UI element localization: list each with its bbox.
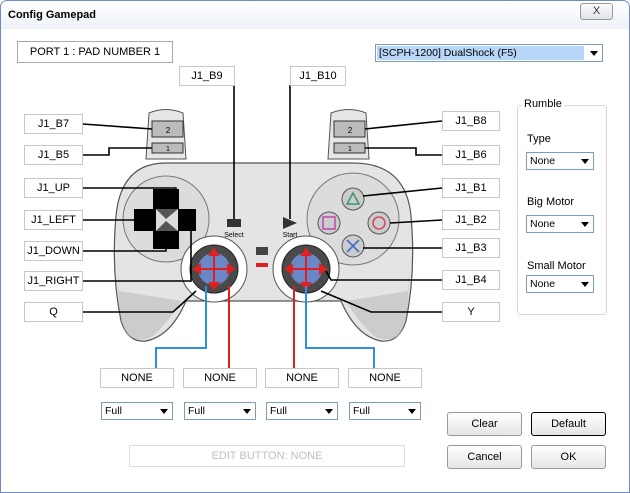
pad-type-select[interactable]: [SCPH-1200] DualShock (F5)	[375, 44, 603, 62]
down-binding[interactable]: J1_DOWN	[24, 241, 83, 261]
axis-mode-select-4[interactable]: Full	[349, 402, 421, 420]
axis-binding-3[interactable]: NONE	[265, 368, 339, 388]
analog-button	[256, 247, 268, 255]
r2-binding[interactable]: J1_B8	[442, 111, 500, 131]
square-icon	[322, 216, 336, 230]
clear-button[interactable]: Clear	[447, 412, 522, 436]
r2-glyph: 2	[348, 126, 353, 135]
l2-binding[interactable]: J1_B7	[24, 114, 83, 134]
analog-led	[256, 263, 268, 267]
right-binding[interactable]: J1_RIGHT	[24, 271, 83, 291]
axis-mode-select-3[interactable]: Full	[266, 402, 338, 420]
start-binding[interactable]: J1_B10	[290, 66, 346, 86]
axis-binding-4[interactable]: NONE	[348, 368, 422, 388]
cross-icon	[346, 239, 360, 253]
pad-type-value: [SCPH-1200] DualShock (F5)	[377, 46, 584, 60]
left-stick-arrows	[192, 247, 236, 291]
default-button[interactable]: Default	[531, 412, 606, 436]
ok-button[interactable]: OK	[531, 445, 606, 469]
circle-icon	[372, 216, 386, 230]
rumble-type-label: Type	[527, 133, 551, 145]
dpad-left[interactable]	[134, 209, 156, 231]
start-glyph: Start	[283, 232, 298, 239]
square-binding[interactable]: J1_B4	[442, 270, 500, 290]
l1-binding[interactable]: J1_B5	[24, 145, 83, 165]
edit-button-status: EDIT BUTTON: NONE	[129, 445, 405, 467]
axis-mode-select-1[interactable]: Full	[101, 402, 173, 420]
l2-glyph: 2	[166, 126, 171, 135]
select-button[interactable]	[227, 219, 241, 227]
up-binding[interactable]: J1_UP	[24, 178, 83, 198]
left-binding[interactable]: J1_LEFT	[24, 210, 83, 230]
circle-button[interactable]	[367, 211, 391, 235]
small-motor-select[interactable]: None	[526, 275, 594, 293]
r1-glyph: 1	[348, 146, 352, 153]
triangle-icon	[345, 191, 361, 205]
dpad-down[interactable]	[153, 231, 179, 249]
square-button[interactable]	[317, 211, 341, 235]
close-button[interactable]: X	[580, 3, 613, 20]
cancel-button[interactable]: Cancel	[447, 445, 522, 469]
port-label: PORT 1 : PAD NUMBER 1	[17, 41, 173, 63]
small-motor-label: Small Motor	[527, 260, 586, 272]
chevron-down-icon[interactable]	[577, 217, 592, 231]
axis-mode-select-2[interactable]: Full	[184, 402, 256, 420]
chevron-down-icon[interactable]	[239, 404, 254, 418]
title-bar: Config Gamepad X	[1, 1, 629, 29]
l3-binding[interactable]: Q	[24, 302, 83, 322]
close-icon: X	[592, 5, 601, 17]
r1-binding[interactable]: J1_B6	[442, 145, 500, 165]
chevron-down-icon[interactable]	[404, 404, 419, 418]
right-grip-shade	[346, 271, 409, 340]
axis-lines	[155, 286, 375, 368]
left-grip-shade	[118, 271, 181, 340]
circle-binding[interactable]: J1_B2	[442, 210, 500, 230]
chevron-down-icon[interactable]	[577, 277, 592, 291]
select-glyph: Select	[224, 232, 244, 239]
dpad-right[interactable]	[178, 209, 196, 231]
rumble-type-select[interactable]: None	[526, 152, 594, 170]
r3-binding[interactable]: Y	[442, 302, 500, 322]
l1-glyph: 1	[166, 146, 170, 153]
dpad-up[interactable]	[153, 189, 179, 209]
window-title: Config Gamepad	[8, 9, 97, 21]
select-binding[interactable]: J1_B9	[179, 66, 235, 86]
rumble-title: Rumble	[522, 98, 564, 110]
triangle-button[interactable]	[341, 187, 365, 211]
cross-binding[interactable]: J1_B3	[442, 238, 500, 258]
axis-binding-1[interactable]: NONE	[100, 368, 174, 388]
big-motor-select[interactable]: None	[526, 215, 594, 233]
chevron-down-icon[interactable]	[577, 154, 592, 168]
chevron-down-icon[interactable]	[321, 404, 336, 418]
face-button-well	[306, 172, 400, 266]
axis-binding-2[interactable]: NONE	[183, 368, 257, 388]
big-motor-label: Big Motor	[527, 196, 575, 208]
chevron-down-icon[interactable]	[586, 46, 601, 60]
start-button[interactable]	[283, 217, 297, 229]
right-stick-arrows	[284, 247, 328, 291]
triangle-binding[interactable]: J1_B1	[442, 178, 500, 198]
chevron-down-icon[interactable]	[156, 404, 171, 418]
